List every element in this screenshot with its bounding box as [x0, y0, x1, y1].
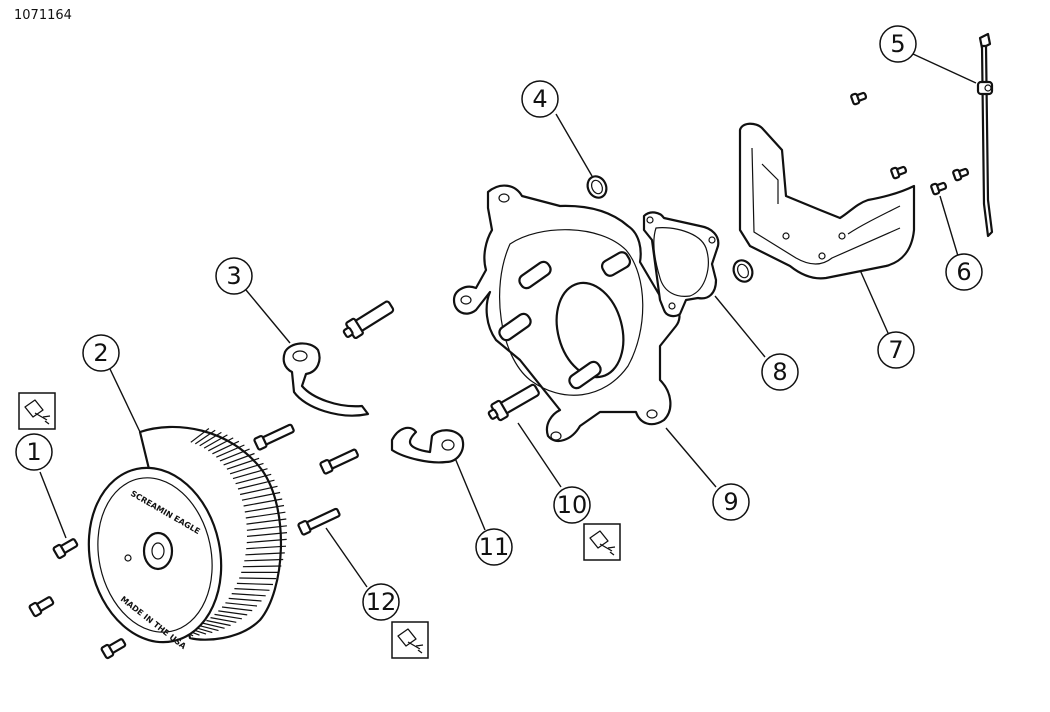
breather-bracket	[282, 342, 370, 417]
svg-text:3: 3	[226, 262, 241, 290]
callout-2: 2	[82, 334, 120, 372]
breather-bolt-lower	[487, 383, 540, 422]
cable-strap	[976, 32, 994, 238]
callout-3: 3	[215, 257, 253, 295]
threadlocker-icon-1	[18, 392, 56, 430]
svg-text:4: 4	[532, 85, 547, 113]
bracket-screw-a	[850, 91, 868, 106]
gasket	[642, 211, 720, 318]
svg-text:8: 8	[772, 358, 787, 386]
leader-lines	[39, 53, 977, 588]
bracket-screw-d	[930, 181, 948, 196]
o-ring-4	[586, 175, 608, 199]
breather-bolt-upper	[342, 300, 395, 340]
support-bracket	[738, 122, 916, 280]
backplate-screw-a	[253, 423, 295, 451]
air-filter: SCREAMIN EAGLE MADE IN THE USA	[87, 425, 288, 652]
svg-text:2: 2	[93, 339, 108, 367]
callout-9: 9	[712, 483, 750, 521]
callout-4: 4	[521, 80, 559, 118]
svg-text:11: 11	[479, 533, 510, 561]
o-ring-bracket	[732, 259, 754, 283]
breather-bracket-small	[390, 426, 465, 464]
callout-1: 1	[15, 433, 53, 471]
svg-text:7: 7	[888, 336, 903, 364]
svg-text:9: 9	[723, 488, 738, 516]
svg-text:12: 12	[366, 588, 397, 616]
screw-1a	[52, 538, 79, 560]
svg-text:10: 10	[557, 491, 588, 519]
callout-11: 11	[475, 528, 513, 566]
bracket-screw-b	[890, 165, 908, 180]
callout-12: 12	[362, 583, 400, 621]
callout-6: 6	[945, 253, 983, 291]
callout-10: 10	[553, 486, 591, 524]
threadlocker-icon-10	[583, 523, 621, 561]
callout-5: 5	[879, 25, 917, 63]
bracket-screw-c	[952, 167, 970, 182]
figure-id: 1071164	[14, 8, 72, 23]
backplate-screw-b	[319, 448, 359, 475]
svg-text:1: 1	[26, 438, 41, 466]
threadlocker-icon-12	[391, 621, 429, 659]
screw-1c	[100, 638, 127, 660]
long-screw-12	[297, 507, 341, 536]
svg-text:5: 5	[890, 30, 905, 58]
svg-text:6: 6	[956, 258, 971, 286]
backplate	[452, 184, 681, 443]
callout-7: 7	[877, 331, 915, 369]
screw-1b	[28, 596, 55, 618]
callout-8: 8	[761, 353, 799, 391]
